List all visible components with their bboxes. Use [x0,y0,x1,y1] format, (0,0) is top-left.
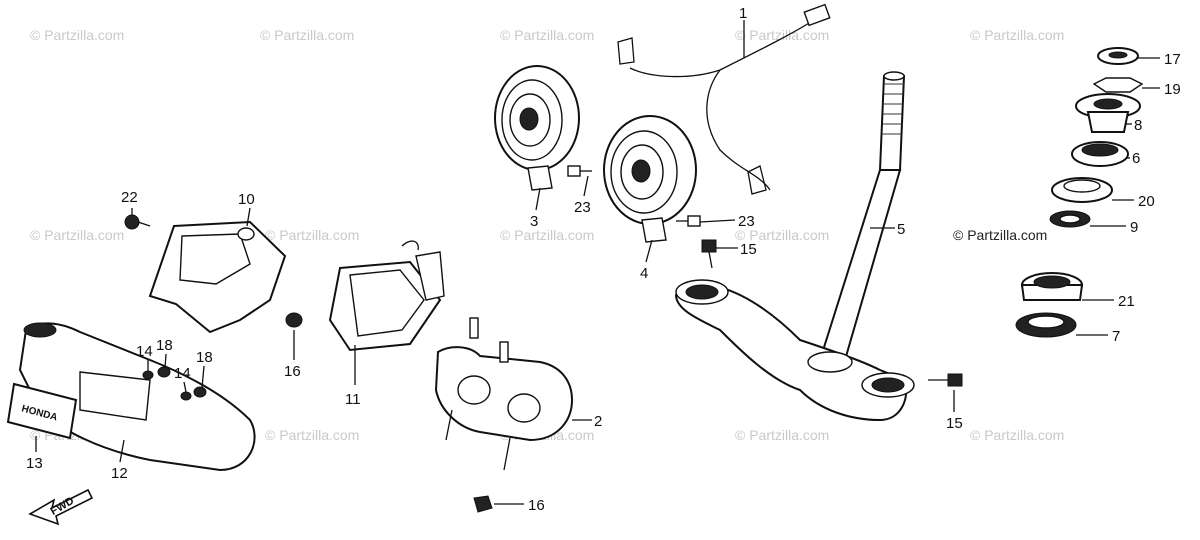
part-wire-harness [617,3,831,195]
callout-23a: 23 [574,199,591,216]
watermark-layer: © Partzilla.com © Partzilla.com © Partzi… [30,27,1064,443]
part-bracket-plate [434,317,574,471]
part-small-hardware [142,366,207,401]
fwd-arrow: FWD [28,488,94,526]
part-bolt-23 [567,165,701,227]
watermark: © Partzilla.com [265,427,359,443]
watermark: © Partzilla.com [265,227,359,243]
leader-lines [35,20,1160,505]
part-nut-16-upper [285,312,303,328]
watermark: © Partzilla.com [500,27,594,43]
part-horn-lower [603,115,697,243]
part-bolt-15-lower [928,373,963,387]
watermark: © Partzilla.com [970,427,1064,443]
callout-labels: 1 2 3 4 5 6 7 8 9 10 11 12 13 14 14 15 1… [26,5,1181,514]
part-screw-22 [124,214,151,230]
part-steering-stem [674,71,915,422]
callout-14b: 14 [174,365,191,382]
part-horn-upper [494,65,580,191]
callout-18b: 18 [196,349,213,366]
callout-12: 12 [111,465,128,482]
part-emblem: HONDA [6,382,78,440]
callout-6: 6 [1132,150,1140,167]
callout-4: 4 [640,265,648,282]
watermark: © Partzilla.com [735,427,829,443]
callout-15a: 15 [740,241,757,258]
callout-11: 11 [345,391,361,408]
callout-20: 20 [1138,193,1155,210]
callout-1: 1 [739,5,747,22]
callout-15b: 15 [946,415,963,432]
part-headlight-cover [148,220,287,334]
callout-18a: 18 [156,337,173,354]
part-front-cowl [18,322,256,472]
part-stay-bracket [328,240,445,352]
callout-21: 21 [1118,293,1135,310]
callout-14a: 14 [136,343,153,360]
watermark: © Partzilla.com [500,227,594,243]
callout-13: 13 [26,455,43,472]
watermark: © Partzilla.com [30,227,124,243]
watermark-main: © Partzilla.com [953,227,1047,243]
watermark: © Partzilla.com [30,27,124,43]
callout-9: 9 [1130,219,1138,236]
watermark: © Partzilla.com [735,27,829,43]
callout-8: 8 [1134,117,1142,134]
part-bearing-stack [1015,47,1144,338]
callout-17: 17 [1164,51,1181,68]
callout-7: 7 [1112,328,1120,345]
callout-5: 5 [897,221,905,238]
callout-16a: 16 [284,363,301,380]
callout-2: 2 [594,413,602,430]
callout-16b: 16 [528,497,545,514]
callout-3: 3 [530,213,538,230]
fwd-label: FWD [49,495,77,518]
callout-23b: 23 [738,213,755,230]
watermark: © Partzilla.com [735,227,829,243]
callout-22: 22 [121,189,138,206]
callout-19: 19 [1164,81,1181,98]
callout-10: 10 [238,191,255,208]
watermark: © Partzilla.com [260,27,354,43]
watermark: © Partzilla.com [970,27,1064,43]
part-nut-16-lower [473,495,493,513]
part-bolt-15-upper [701,239,717,269]
